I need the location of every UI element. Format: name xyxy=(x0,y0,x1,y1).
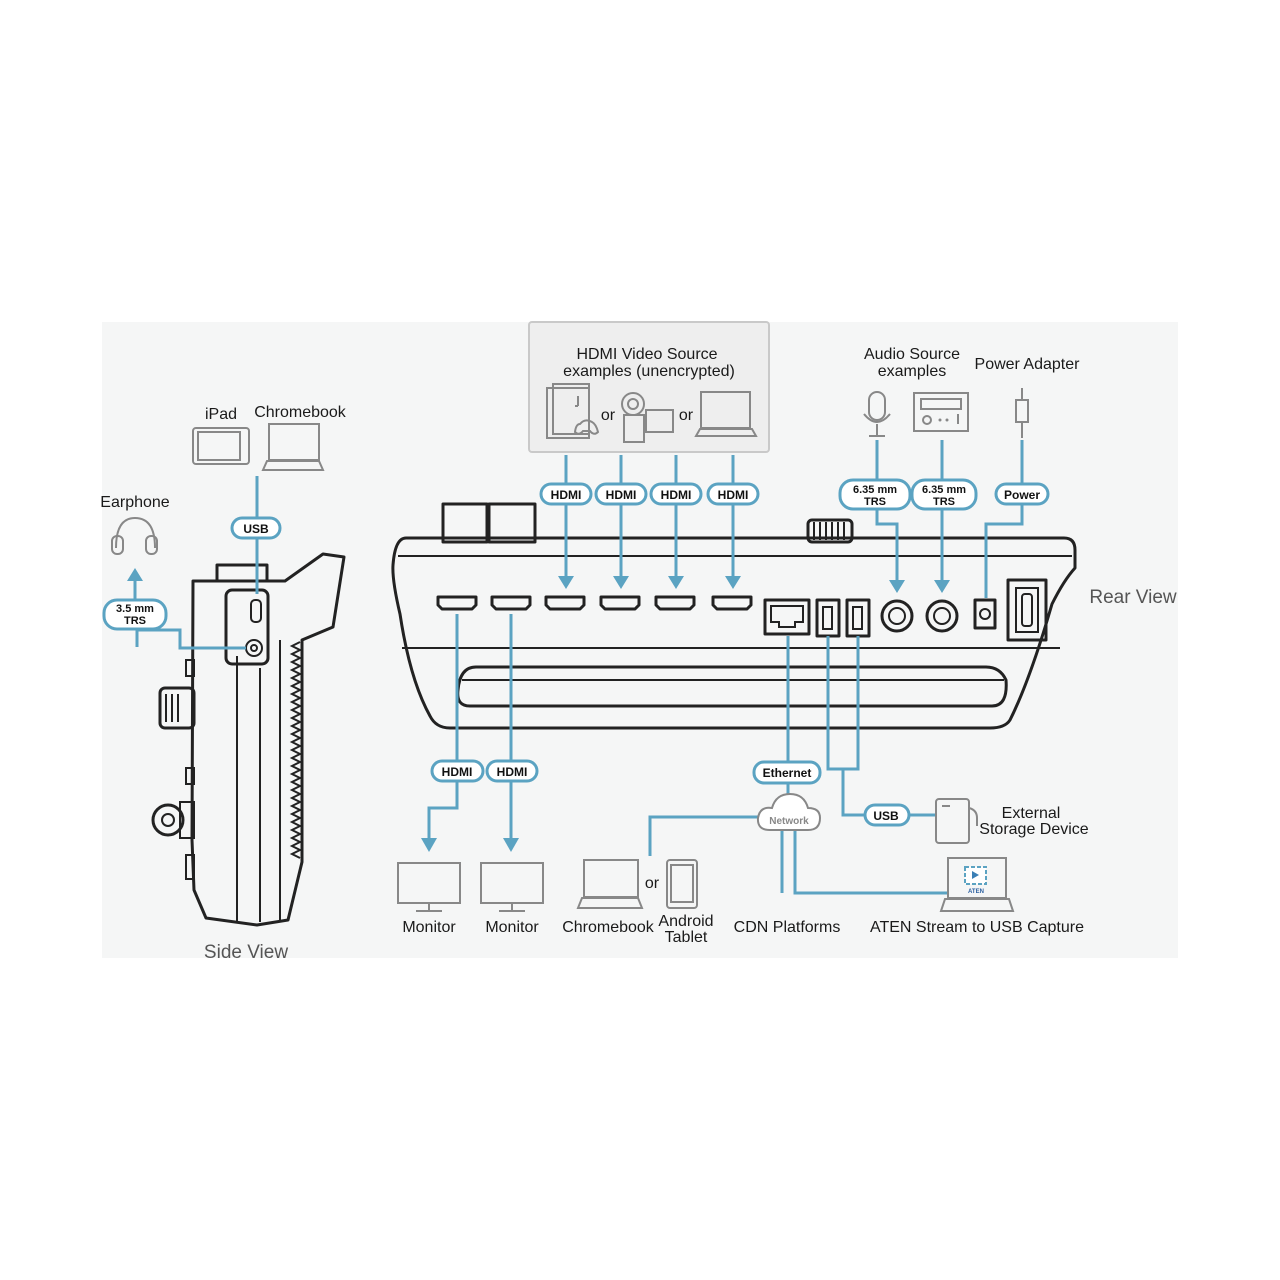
usb-pill-side xyxy=(230,516,282,540)
usb-pill-side-text: USB xyxy=(243,522,269,536)
bottom-or: or xyxy=(645,875,660,892)
power-switch xyxy=(1006,578,1048,642)
hdmi-source-title-line1: HDMI Video Source xyxy=(576,346,717,363)
chromebook-side-label: Chromebook xyxy=(254,404,347,421)
hdmi-out-port-1 xyxy=(436,595,478,611)
capture-label: ATEN Stream to USB Capture xyxy=(870,919,1084,936)
hdmi-in-port-2 xyxy=(599,595,641,611)
mixer-device-icon xyxy=(913,392,969,432)
source-or-2: or xyxy=(679,407,694,424)
hdmi-in-pill-2 xyxy=(594,482,648,506)
side-view-device xyxy=(151,552,346,927)
audio-pill-2-line2: TRS xyxy=(933,496,955,508)
hdmi-in-pill-4-text: HDMI xyxy=(718,488,749,502)
monitor-icon-2 xyxy=(480,862,544,912)
ethernet-pill xyxy=(752,760,822,785)
laptop-source-icon xyxy=(694,391,758,437)
ethernet-pill-text: Ethernet xyxy=(763,766,812,780)
hdmi-source-title-line2: examples (unencrypted) xyxy=(563,363,735,380)
hdmi-out-port-2 xyxy=(490,595,532,611)
ipad-label: iPad xyxy=(205,406,237,423)
trs-pill-side-line2: TRS xyxy=(124,615,146,627)
hdmi-in-port-1 xyxy=(544,595,586,611)
monitor-label-2: Monitor xyxy=(485,919,539,936)
dc-power-port xyxy=(973,598,997,630)
audio-jack-1 xyxy=(880,599,914,633)
hdmi-in-port-3 xyxy=(654,595,696,611)
hdmi-in-pill-4 xyxy=(706,482,760,506)
power-pill-text: Power xyxy=(1004,488,1040,502)
hdmi-in-pill-1-text: HDMI xyxy=(551,488,582,502)
audio-pill-2 xyxy=(910,478,978,511)
tablet-label-line1: Android xyxy=(658,913,713,930)
trs-pill-side-line1: 3.5 mm xyxy=(116,603,154,615)
side-view-label: Side View xyxy=(204,942,288,963)
hdmi-in-pill-1 xyxy=(539,482,593,506)
monitor-icon-1 xyxy=(397,862,461,912)
audio-pill-1-line2: TRS xyxy=(864,496,886,508)
audio-pill-2-line1: 6.35 mm xyxy=(922,484,966,496)
rear-view-label: Rear View xyxy=(1089,587,1177,608)
hdmi-in-pill-2-text: HDMI xyxy=(606,488,637,502)
network-label: Network xyxy=(769,816,809,827)
audio-pill-1 xyxy=(838,478,912,511)
monitor-label-1: Monitor xyxy=(402,919,456,936)
hdmi-out-pill-1-text: HDMI xyxy=(442,765,473,779)
laptop-capture-icon xyxy=(939,857,1015,912)
earphone-label: Earphone xyxy=(100,494,169,511)
usb-port-2 xyxy=(845,598,871,638)
tablet-icon xyxy=(666,859,698,909)
usb-pill-rear-text: USB xyxy=(873,809,899,823)
usb-port-1 xyxy=(815,598,841,638)
trs-pill-side xyxy=(102,598,168,631)
camcorder-icon xyxy=(621,392,674,443)
hdmi-out-pill-2-text: HDMI xyxy=(497,765,528,779)
chromebook-bottom-icon xyxy=(576,859,644,909)
usb-pill-rear xyxy=(863,803,911,827)
ethernet-port xyxy=(763,598,811,636)
hdmi-out-pill-1 xyxy=(430,759,485,783)
hdmi-source-box: HDMI Video Source examples (unencrypted)… xyxy=(528,321,770,453)
hdmi-in-port-4 xyxy=(711,595,753,611)
power-adapter-label: Power Adapter xyxy=(975,356,1081,373)
storage-label-line1: External xyxy=(1002,805,1061,822)
hdmi-out-pill-2 xyxy=(485,759,539,783)
hdmi-in-pill-3 xyxy=(649,482,703,506)
external-drive-icon xyxy=(935,798,978,844)
headphones-icon xyxy=(111,516,158,555)
audio-source-line2: examples xyxy=(878,363,946,380)
microphone-icon xyxy=(863,391,891,437)
source-or-1: or xyxy=(601,407,616,424)
hdmi-in-pill-3-text: HDMI xyxy=(661,488,692,502)
aten-screen-logo: ATEN xyxy=(968,889,984,895)
chromebook-side-icon xyxy=(261,423,325,471)
storage-label-line2: Storage Device xyxy=(979,821,1088,838)
audio-source-line1: Audio Source xyxy=(864,346,960,363)
audio-jack-2 xyxy=(925,599,959,633)
ipad-icon xyxy=(192,427,250,465)
network-cloud-icon xyxy=(756,792,822,831)
game-console-icon xyxy=(546,383,600,439)
tablet-label-line2: Tablet xyxy=(665,929,708,946)
audio-pill-1-line1: 6.35 mm xyxy=(853,484,897,496)
chromebook-bottom-label: Chromebook xyxy=(562,919,655,936)
power-pill xyxy=(994,482,1050,506)
cdn-platforms-label: CDN Platforms xyxy=(734,919,841,936)
power-plug-icon xyxy=(1015,388,1029,438)
